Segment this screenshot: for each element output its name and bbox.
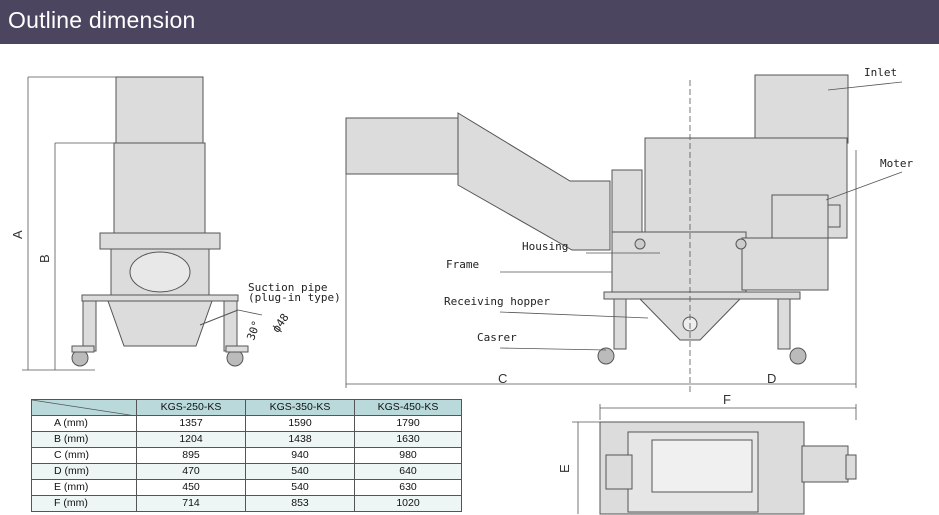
moter-label: Moter bbox=[880, 157, 913, 170]
casrer-label: Casrer bbox=[477, 331, 517, 344]
table-cell: 1438 bbox=[245, 431, 355, 448]
housing-label: Housing bbox=[522, 240, 568, 253]
table-row: B (mm) 1204 1438 1630 bbox=[31, 431, 462, 448]
table-row: F (mm) 714 853 1020 bbox=[31, 495, 462, 512]
table-row: C (mm) 895 940 980 bbox=[31, 447, 462, 464]
table-row: A (mm) 1357 1590 1790 bbox=[31, 415, 462, 432]
column-header: KGS-250-KS bbox=[136, 399, 246, 416]
column-header: KGS-450-KS bbox=[354, 399, 462, 416]
table-cell: 980 bbox=[354, 447, 462, 464]
table-cell: 1020 bbox=[354, 495, 462, 512]
table-cell: 1357 bbox=[136, 415, 246, 432]
receiving-hopper-label: Receiving hopper bbox=[444, 295, 550, 308]
side-view bbox=[345, 74, 849, 365]
table-cell: 640 bbox=[354, 463, 462, 480]
diameter-label: ф48 bbox=[270, 311, 292, 335]
frame-label: Frame bbox=[446, 258, 479, 271]
row-label: B (mm) bbox=[31, 431, 137, 448]
table-cell: 1790 bbox=[354, 415, 462, 432]
table-cell: 1204 bbox=[136, 431, 246, 448]
dimension-d-label: D bbox=[767, 371, 776, 386]
table-row: D (mm) 470 540 640 bbox=[31, 463, 462, 480]
outline-drawing: A B C D F E Inlet Moter Housing Frame Re… bbox=[10, 66, 913, 515]
column-header: KGS-350-KS bbox=[245, 399, 355, 416]
spec-table: KGS-250-KS KGS-350-KS KGS-450-KS A (mm) … bbox=[31, 399, 462, 512]
table-cell: 1590 bbox=[245, 415, 355, 432]
table-cell: 940 bbox=[245, 447, 355, 464]
dimension-c-label: C bbox=[498, 371, 507, 386]
row-label: F (mm) bbox=[31, 495, 137, 512]
dimension-b-label: B bbox=[37, 254, 52, 263]
suction-pipe-label: Suction pipe bbox=[248, 281, 327, 294]
table-cell: 895 bbox=[136, 447, 246, 464]
table-cell: 714 bbox=[136, 495, 246, 512]
row-label: D (mm) bbox=[31, 463, 137, 480]
page-header: Outline dimension bbox=[0, 0, 939, 44]
table-header-row: KGS-250-KS KGS-350-KS KGS-450-KS bbox=[31, 399, 462, 416]
page-title: Outline dimension bbox=[8, 7, 196, 33]
dimension-f-label: F bbox=[723, 392, 731, 407]
table-cell: 540 bbox=[245, 479, 355, 496]
table-corner-cell bbox=[31, 399, 137, 416]
table-cell: 450 bbox=[136, 479, 246, 496]
table-cell: 853 bbox=[245, 495, 355, 512]
angle-label: 30° bbox=[244, 319, 263, 342]
front-view bbox=[71, 76, 249, 367]
dimension-e-label: E bbox=[557, 464, 572, 473]
inlet-label: Inlet bbox=[864, 66, 897, 79]
row-label: C (mm) bbox=[31, 447, 137, 464]
table-cell: 1630 bbox=[354, 431, 462, 448]
top-view bbox=[599, 421, 857, 515]
table-cell: 470 bbox=[136, 463, 246, 480]
table-cell: 540 bbox=[245, 463, 355, 480]
dimension-a-label: A bbox=[10, 230, 25, 239]
row-label: A (mm) bbox=[31, 415, 137, 432]
row-label: E (mm) bbox=[31, 479, 137, 496]
table-row: E (mm) 450 540 630 bbox=[31, 479, 462, 496]
suction-pipe-type-label: (plug-in type) bbox=[248, 291, 341, 304]
table-cell: 630 bbox=[354, 479, 462, 496]
